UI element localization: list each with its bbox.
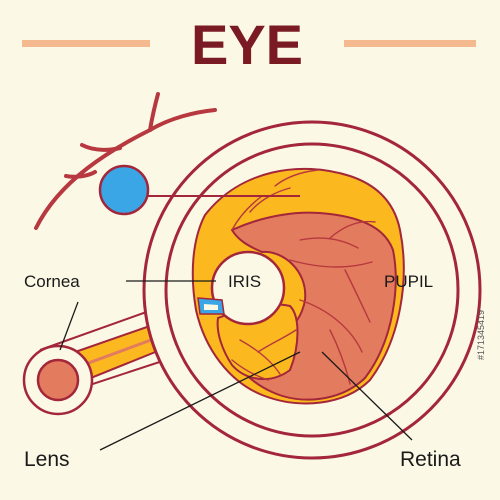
- optic-nerve-end: [22, 344, 94, 416]
- title-rule-right: [344, 40, 476, 47]
- title-rule-left: [22, 40, 150, 47]
- label-cornea: Cornea: [24, 272, 80, 291]
- stock-id-watermark: #171345419: [476, 309, 486, 360]
- retinal-vessels: [231, 169, 376, 385]
- leader-lines: [59, 280, 413, 451]
- label-lens: Lens: [24, 448, 70, 471]
- label-pupil: PUPIL: [384, 272, 433, 291]
- label-iris: IRIS: [228, 272, 261, 291]
- page-title: EYE: [191, 13, 303, 76]
- eyeball-interior: [191, 167, 405, 405]
- external-blood-vessel: [34, 92, 217, 230]
- label-retina: Retina: [400, 448, 461, 471]
- vessel-bulb-icon: [98, 164, 150, 216]
